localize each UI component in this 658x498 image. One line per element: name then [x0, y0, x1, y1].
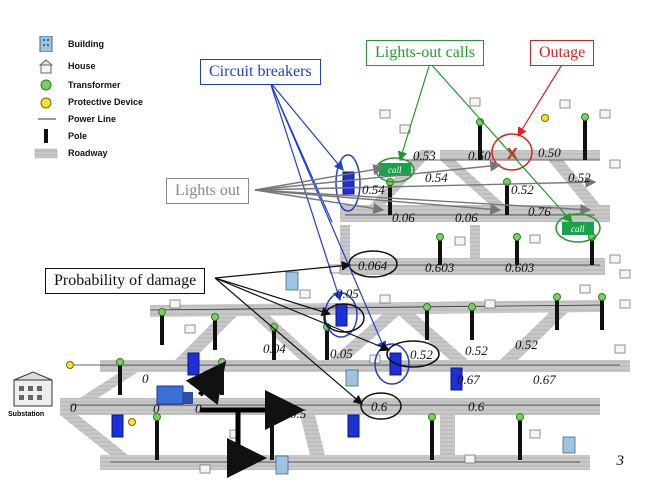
value-label: 0.06 [455, 210, 478, 225]
value-label: 0 [195, 401, 202, 416]
value-label: 0.52 [465, 343, 488, 358]
circuit-breaker [347, 414, 360, 438]
substation-icon [13, 371, 53, 407]
callout-probability-of-damage: Probability of damage [45, 268, 206, 294]
legend-item-pole: Pole [34, 128, 87, 144]
pole-icon [34, 128, 64, 144]
power-line-icon [34, 111, 64, 127]
value-label: 0.04 [263, 341, 286, 356]
power-lines [70, 159, 620, 463]
callout-outage: Outage [530, 40, 595, 66]
house-icon [34, 58, 64, 74]
protective-devices [66, 114, 549, 426]
legend-item-house: House [34, 58, 96, 74]
value-label: 0.05 [336, 286, 359, 301]
value-label: 0.05 [330, 346, 353, 361]
substation-label: Substation [8, 411, 44, 418]
value-label: 0 [153, 401, 160, 416]
callout-arrows-blue [269, 81, 387, 352]
legend-label: Transformer [68, 80, 121, 90]
call-box: call [562, 222, 594, 235]
value-label: 0 [142, 371, 149, 386]
value-label: 0.54 [425, 170, 448, 185]
callout-arrows-gray [254, 160, 597, 216]
circuit-breaker [450, 367, 463, 391]
callout-arrows-red [517, 62, 564, 138]
legend-label: Pole [68, 131, 88, 141]
legend-item-transformer: Transformer [34, 77, 121, 93]
callout-lights-out-calls: Lights-out calls [366, 40, 484, 66]
svg-text:call: call [571, 224, 585, 234]
value-label: 0.52 [511, 182, 534, 197]
value-label: 0.67 [457, 372, 480, 387]
legend-label: Roadway [68, 148, 108, 158]
legend-item-roadway: Roadway [34, 145, 108, 161]
callout-circuit-breakers: Circuit breakers [200, 59, 321, 85]
protective-device-icon [34, 94, 64, 110]
value-label: 0.6 [468, 399, 485, 414]
circuit-breaker [335, 303, 348, 327]
legend-label: Power Line [68, 114, 117, 124]
value-label: 0.54 [362, 182, 385, 197]
legend-label: Building [68, 39, 104, 49]
call-box: call [379, 163, 411, 176]
buildings [275, 271, 576, 475]
poles [118, 120, 604, 460]
circuit-breaker [111, 414, 124, 438]
truck-icon [156, 385, 193, 405]
value-label: 0.76 [528, 204, 551, 219]
transformer-icon [34, 77, 64, 93]
callout-arrows-green [397, 62, 573, 223]
svg-text:call: call [388, 165, 402, 175]
upper-values: 0.53 0.50 0.50 0.54 0.54 0.52 0.52 0.06 … [358, 145, 591, 275]
flow-arrows [185, 361, 305, 478]
value-label: 0.603 [505, 260, 535, 275]
legend-item-protective-device: Protective Device [34, 94, 143, 110]
circuit-breaker [187, 352, 200, 376]
value-label: 0.06 [392, 210, 415, 225]
value-label: 0.603 [425, 260, 455, 275]
callout-lights-out: Lights out [166, 178, 250, 204]
legend-item-power-line: Power Line [34, 111, 116, 127]
value-label: 0 [70, 400, 77, 415]
value-label: 0.064 [358, 258, 388, 273]
value-label: 0.52 [410, 347, 433, 362]
value-label: 0.52 [568, 170, 591, 185]
building-icon [34, 35, 64, 53]
value-label: 0.5 [290, 406, 307, 421]
circuit-breaker [342, 171, 355, 195]
callout-arrows-black [214, 261, 391, 405]
value-label: 0.52 [515, 337, 538, 352]
legend-label: House [68, 61, 96, 71]
legend-item-building: Building [34, 35, 104, 53]
lower-values: 0.05 0.04 0.05 0.52 0.52 0.52 0.67 0.67 … [70, 286, 556, 421]
value-label: 0.53 [413, 148, 436, 163]
legend-label: Protective Device [68, 97, 144, 107]
roadway-icon [34, 145, 64, 161]
value-label: 0.67 [533, 372, 556, 387]
value-label: 0.50 [538, 145, 561, 160]
value-label: 0.50 [468, 148, 491, 163]
page-number: 3 [616, 453, 625, 469]
value-label: 0.6 [371, 399, 388, 414]
